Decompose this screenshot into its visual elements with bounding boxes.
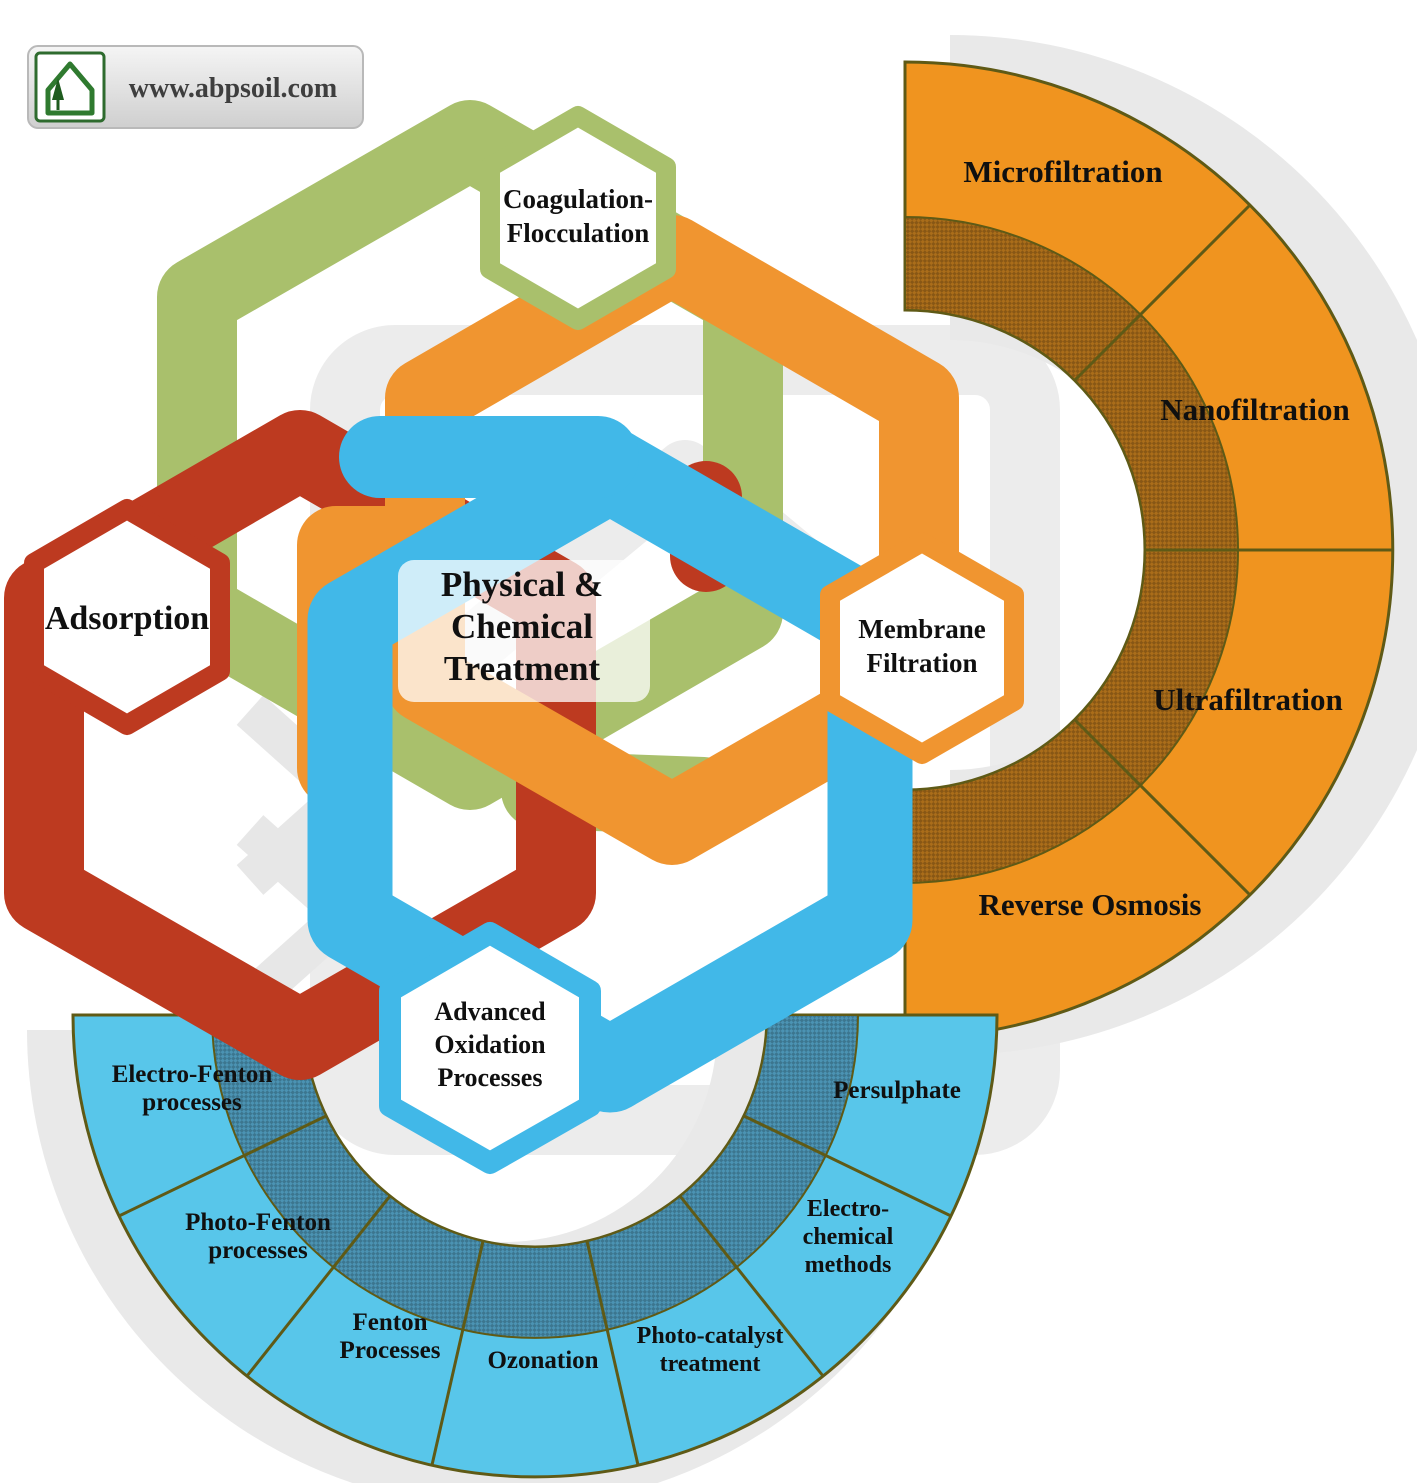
adsorption-badge bbox=[24, 499, 230, 735]
aop-label-line-1: Advanced bbox=[434, 997, 546, 1026]
coagulation-label-line-2: Flocculation bbox=[507, 218, 650, 248]
house-icon bbox=[45, 61, 95, 116]
segment-label-electro-fenton-1: Electro-Fenton bbox=[112, 1061, 273, 1088]
logo: www.abpsoil.com bbox=[27, 45, 364, 129]
segment-label-photo-catalyst-2: treatment bbox=[660, 1351, 761, 1377]
segment-label-fenton-1: Fenton bbox=[353, 1309, 428, 1336]
center-title-line-3: Treatment bbox=[444, 649, 600, 688]
membrane-hexagon-ring bbox=[385, 215, 959, 865]
segment-label-fenton-2: Processes bbox=[340, 1337, 441, 1364]
segment-label-persulphate: Persulphate bbox=[833, 1077, 961, 1104]
aop-arc-divider-5 bbox=[678, 1195, 825, 1377]
aop-label-line-2: Oxidation bbox=[434, 1030, 546, 1059]
center-title-line-2: Chemical bbox=[451, 607, 593, 646]
aop-arc bbox=[71, 1013, 999, 1479]
membrane-label-line-1: Membrane bbox=[858, 614, 985, 644]
segment-label-electrochemical-1: Electro- bbox=[807, 1196, 889, 1222]
membrane-arc bbox=[903, 60, 1395, 1040]
hexagon-badges bbox=[24, 106, 1024, 1174]
segment-label-electro-fenton-2: processes bbox=[142, 1089, 242, 1116]
aop-label-line-3: Processes bbox=[438, 1063, 543, 1092]
tree-trunk bbox=[56, 100, 60, 110]
aop-arc-divider-3 bbox=[430, 1240, 485, 1466]
logo-url-text: www.abpsoil.com bbox=[129, 73, 337, 104]
membrane-arc-divider-1 bbox=[1073, 203, 1252, 382]
coagulation-label-line-1: Coagulation- bbox=[503, 184, 653, 214]
membrane-arc-dividers bbox=[1073, 203, 1393, 897]
segment-label-electrochemical-3: methods bbox=[805, 1252, 892, 1278]
aop-arc-divider-4 bbox=[585, 1240, 640, 1466]
segment-label-nanofiltration: Nanofiltration bbox=[1160, 392, 1349, 427]
segment-label-microfiltration: Microfiltration bbox=[963, 154, 1162, 189]
membrane-label-line-2: Filtration bbox=[867, 648, 978, 678]
aop-arc-divider-6 bbox=[743, 1114, 952, 1218]
coagulation-badge bbox=[480, 106, 676, 330]
aop-arc-dividers bbox=[118, 1114, 952, 1466]
center-label-backing bbox=[398, 560, 650, 702]
segment-label-reverse-osmosis: Reverse Osmosis bbox=[979, 887, 1202, 922]
aop-arc-divider-2 bbox=[245, 1195, 392, 1377]
segment-label-photo-fenton-2: processes bbox=[208, 1237, 308, 1264]
aop-badge bbox=[379, 922, 601, 1174]
segment-label-ozonation: Ozonation bbox=[487, 1347, 598, 1374]
membrane-badge bbox=[820, 532, 1024, 764]
adsorption-label: Adsorption bbox=[45, 600, 209, 637]
center-title-line-1: Physical & bbox=[441, 565, 603, 604]
segment-label-photo-fenton-1: Photo-Fenton bbox=[185, 1209, 331, 1236]
aop-arc-inner-band-texture bbox=[210, 1014, 860, 1339]
labels: Physical & Chemical Treatment Coagulatio… bbox=[45, 154, 1350, 1377]
tree-shape bbox=[52, 78, 64, 100]
segment-label-ultrafiltration: Ultrafiltration bbox=[1153, 682, 1342, 717]
logo-plate bbox=[27, 45, 364, 129]
membrane-arc-inner-band-texture bbox=[904, 215, 1239, 885]
aop-arc-divider-1 bbox=[118, 1114, 327, 1218]
membrane-arc-divider-3 bbox=[1073, 718, 1252, 897]
segment-label-electrochemical-2: chemical bbox=[803, 1224, 894, 1250]
segment-label-photo-catalyst-1: Photo-catalyst bbox=[637, 1323, 784, 1349]
